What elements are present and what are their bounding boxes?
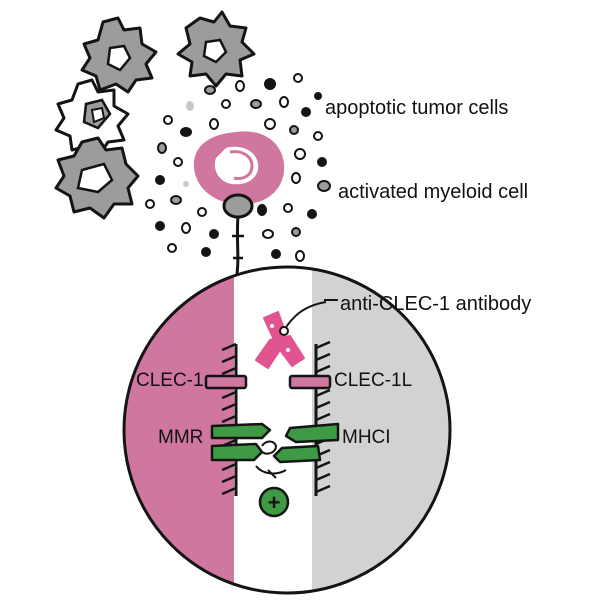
plus-symbol: +	[268, 490, 281, 515]
clec1-receptor	[204, 374, 248, 390]
left-membrane	[221, 342, 238, 496]
antibody-pointer-dot	[279, 326, 289, 336]
label-clec1l: CLEC-1L	[334, 370, 413, 391]
tumor-cell	[176, 10, 256, 88]
label-activated-myeloid-cell: activated myeloid cell	[338, 181, 529, 203]
label-apoptotic-tumor-cells: apoptotic tumor cells	[325, 97, 509, 119]
tumor-cell	[80, 16, 158, 94]
mhci-molecule	[272, 422, 340, 464]
immune-synapse: +	[122, 265, 452, 595]
label-mhci: MHCI	[342, 427, 391, 448]
binding-loop	[255, 440, 287, 479]
synapse-outline	[122, 265, 452, 595]
apoptotic-bodies	[145, 73, 331, 262]
tumor-cell	[54, 136, 140, 220]
clec1l-ligand	[288, 374, 332, 390]
apoptotic-tumor-cells	[54, 10, 256, 220]
activated-myeloid-cell	[193, 131, 285, 315]
label-anti-clec1-antibody: anti-CLEC-1 antibody	[340, 294, 532, 314]
label-mmr: MMR	[158, 427, 204, 448]
mmr-receptor	[210, 422, 272, 462]
activation-plus-icon	[258, 486, 290, 518]
label-clec1: CLEC-1	[136, 370, 204, 391]
